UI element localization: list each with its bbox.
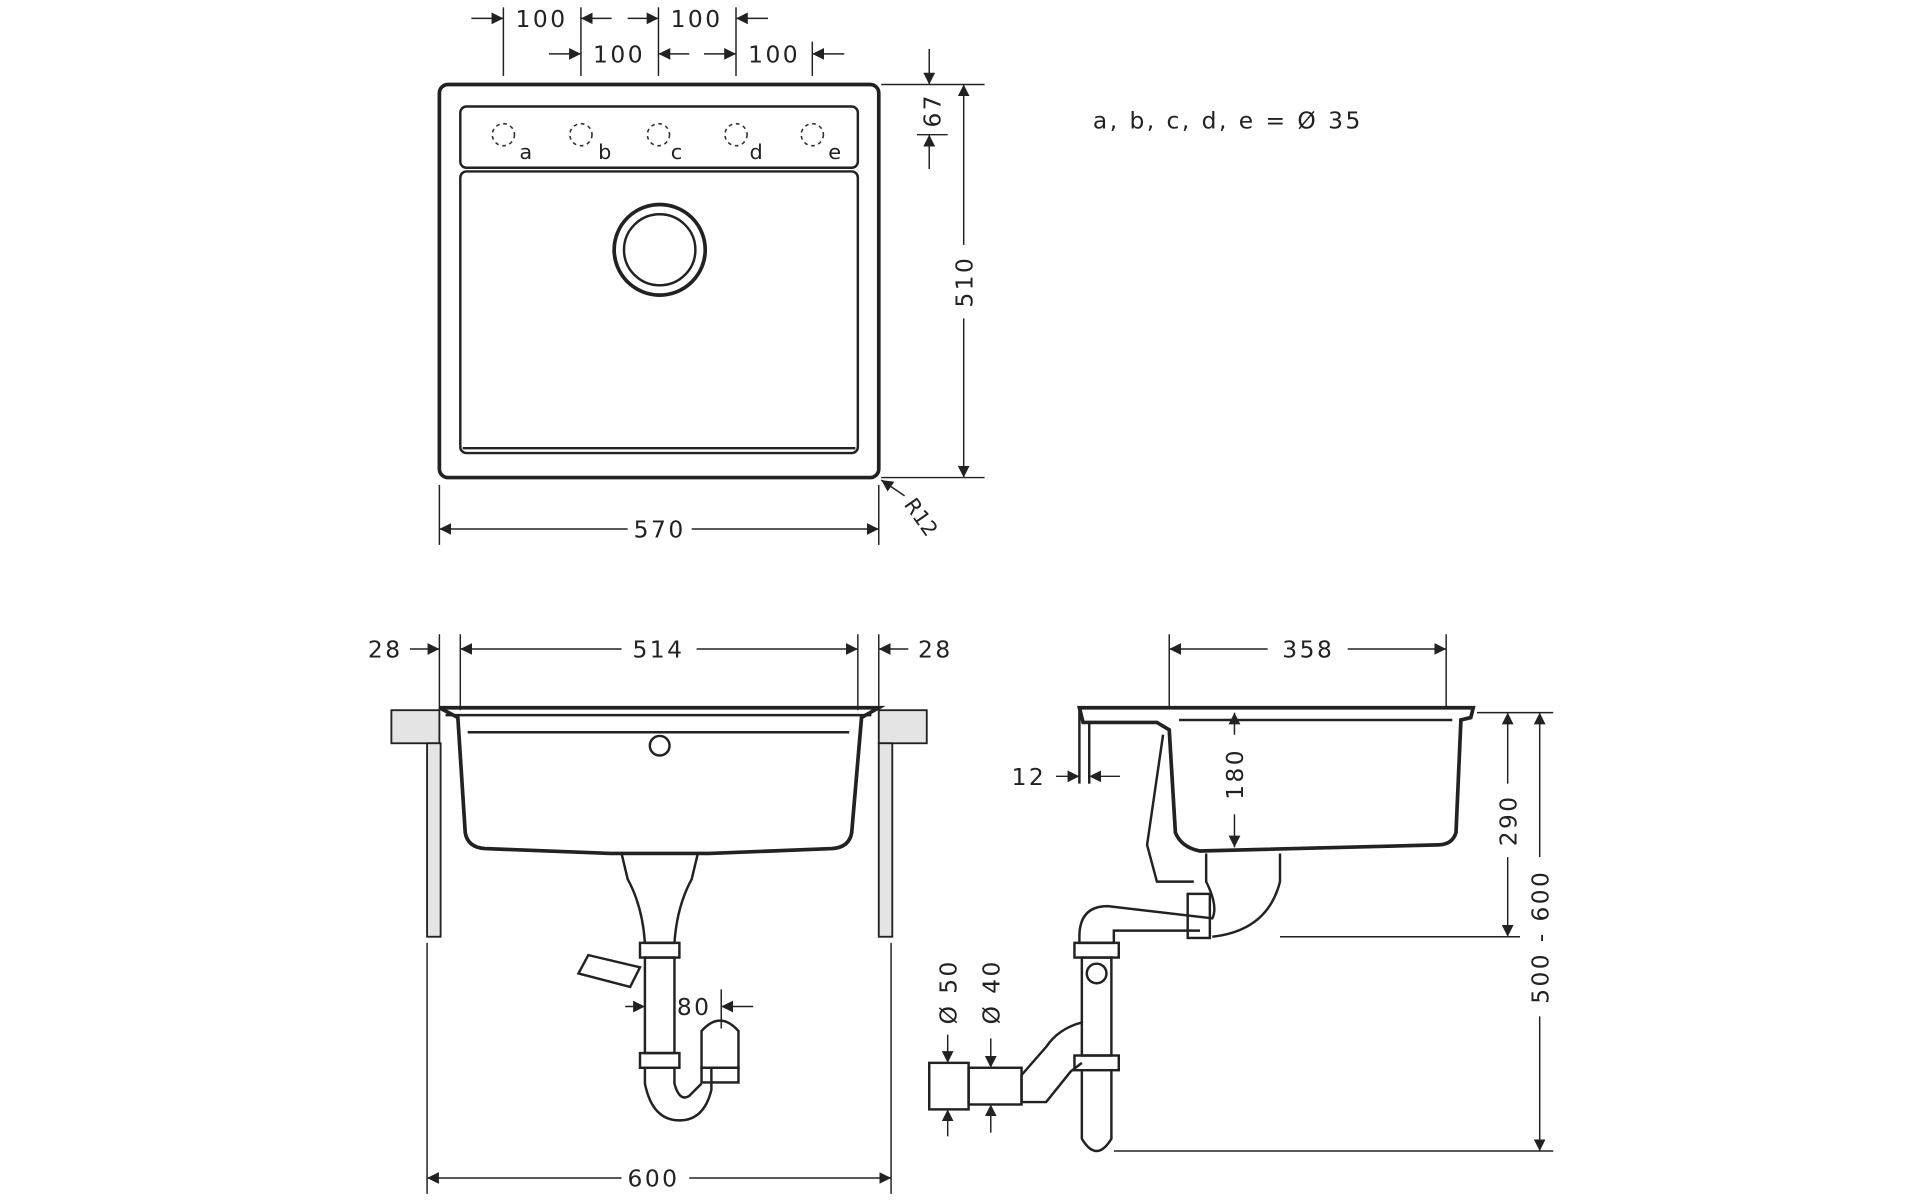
drain-icon — [612, 202, 708, 297]
waste-trap — [576, 853, 740, 1122]
tap-ledge — [459, 105, 860, 169]
cabinet-wall-right — [877, 742, 894, 938]
basin-section — [438, 705, 886, 856]
dim-bowl-length: 358 — [1282, 637, 1334, 664]
dim-hole-spacing: 100 — [671, 6, 723, 33]
hole-letter: e — [828, 140, 841, 164]
basin-outline — [459, 170, 860, 455]
hole-letter: b — [598, 140, 611, 164]
tap-hole-e — [800, 122, 825, 147]
hole-letter: a — [519, 140, 532, 164]
dim-left-margin: 28 — [368, 637, 403, 664]
sink-outline — [437, 82, 881, 480]
dim-depth: 510 — [951, 256, 978, 308]
dim-rim-thickness: 12 — [1012, 764, 1047, 791]
countertop-left — [390, 709, 441, 745]
dim-mount-height: 500 - 600 — [1527, 870, 1554, 1004]
dim-cabinet-width: 600 — [628, 1166, 680, 1193]
tap-hole-a — [491, 122, 516, 147]
dim-width: 570 — [634, 517, 686, 544]
cabinet-wall-left — [426, 742, 442, 938]
dim-corner-radius: R12 — [899, 494, 942, 541]
dim-hole-spacing: 100 — [516, 6, 568, 33]
dim-total-depth: 290 — [1495, 795, 1522, 847]
dim-hole-spacing: 100 — [748, 42, 800, 69]
hole-letter: d — [750, 140, 763, 164]
hole-letter: c — [671, 140, 682, 164]
dim-trap-offset: 80 — [677, 994, 712, 1021]
tap-hole-d — [724, 122, 748, 147]
tap-hole-c — [646, 122, 671, 147]
appliance-connector-icon — [576, 953, 642, 989]
dim-outlet-dia-50: Ø 50 — [935, 959, 962, 1024]
dim-ledge-depth: 67 — [919, 93, 946, 127]
countertop-right — [877, 709, 928, 745]
tap-holes: a b c d e — [491, 122, 841, 164]
dim-hole-spacing: 100 — [593, 42, 645, 69]
side-view: 358 12 180 290 500 - 600 Ø 50 Ø 40 — [928, 634, 1554, 1153]
dim-right-margin: 28 — [918, 637, 953, 664]
dim-inner-width: 514 — [632, 637, 684, 664]
bowl-section — [1077, 705, 1476, 883]
dim-outlet-dia-40: Ø 40 — [978, 959, 1005, 1024]
tap-hole-b — [569, 122, 593, 147]
dim-bowl-depth: 180 — [1222, 748, 1249, 800]
hole-legend: a, b, c, d, e = Ø 35 — [1093, 108, 1363, 135]
top-view: a b c d e 100 100 100 100 — [437, 6, 1363, 545]
waste-pipe — [928, 853, 1282, 1153]
front-view: 28 514 28 600 80 — [368, 634, 953, 1194]
